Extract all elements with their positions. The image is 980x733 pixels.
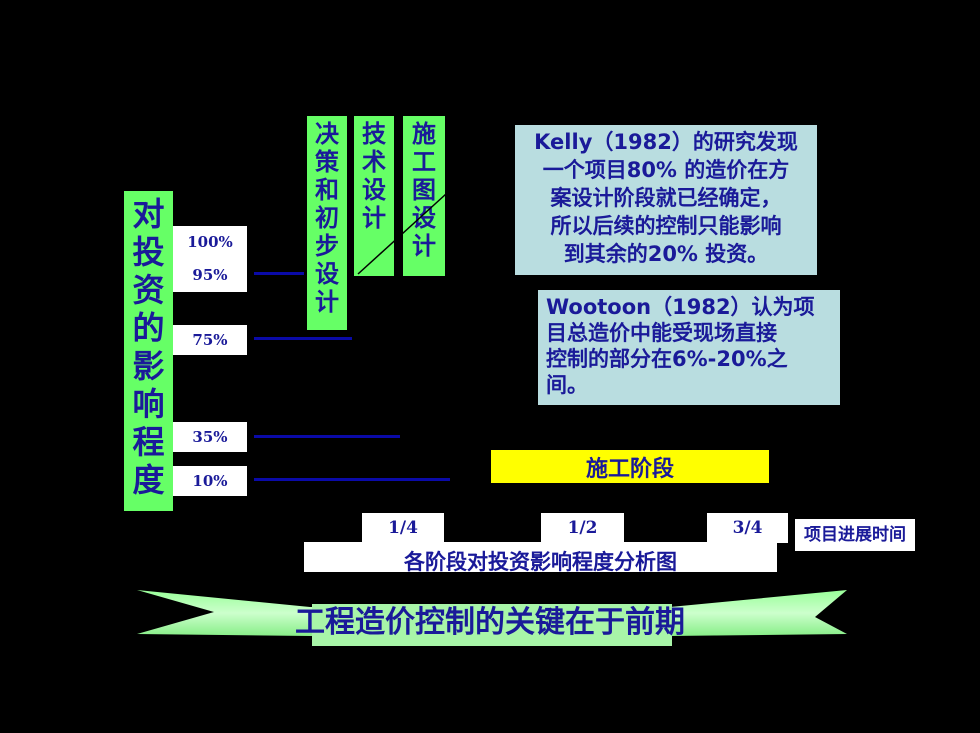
level-bar-35: [254, 435, 400, 438]
percent-100-label: 100%: [187, 233, 233, 251]
percent-box-top: 100% 95%: [173, 226, 247, 292]
wootoon-note: Wootoon（1982）认为项 目总造价中能受现场直接 控制的部分在6%-20…: [538, 290, 840, 405]
level-bar-10: [254, 478, 450, 481]
x-tick-quarter: 1/4: [362, 513, 444, 543]
y-axis-label: 对 投 资 的 影 响 程 度: [124, 191, 173, 511]
percent-75-label: 75%: [173, 325, 247, 355]
stage-technical-design: 技术 设计: [354, 116, 394, 276]
stage-construction-drawing: 施工 图设 计: [403, 116, 445, 276]
level-bar-75: [254, 337, 352, 340]
percent-35-label: 35%: [173, 422, 247, 452]
construction-stage-box: 施工阶段: [491, 450, 769, 483]
percent-10-label: 10%: [173, 466, 247, 496]
x-axis-label: 项目进展时间: [795, 519, 915, 551]
level-bar-95: [254, 272, 304, 275]
x-tick-three-quarter: 3/4: [707, 513, 788, 543]
chart-caption: 各阶段对投资影响程度分析图: [304, 542, 777, 572]
stage-decision-design: 决策 和初 步设 计: [307, 116, 347, 330]
kelly-note: Kelly（1982）的研究发现 一个项目80% 的造价在方 案设计阶段就已经确…: [515, 125, 817, 275]
banner-title: 工程造价控制的关键在于前期: [295, 605, 685, 640]
x-tick-half: 1/2: [541, 513, 624, 543]
percent-95-label: 95%: [192, 266, 228, 284]
